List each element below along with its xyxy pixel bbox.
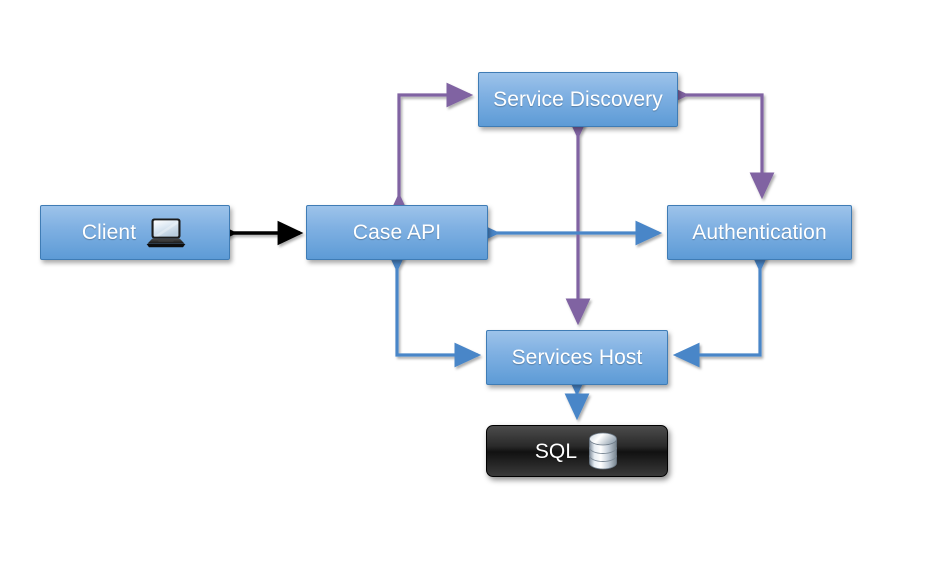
database-icon <box>587 432 619 470</box>
node-service-discovery[interactable]: Service Discovery <box>478 72 678 127</box>
connector-service-discovery-authentication <box>662 82 775 200</box>
connector-authentication-services-host <box>672 245 773 368</box>
node-case-api[interactable]: Case API <box>306 205 488 260</box>
node-client[interactable]: Client <box>40 205 230 260</box>
node-service-discovery-label: Service Discovery <box>493 88 663 111</box>
node-authentication[interactable]: Authentication <box>667 205 852 260</box>
connector-case-api-services-host <box>384 245 482 368</box>
node-services-host-label: Services Host <box>511 346 643 369</box>
node-authentication-label: Authentication <box>692 221 827 244</box>
node-sql-label: SQL <box>534 439 578 463</box>
node-sql[interactable]: SQL <box>486 425 668 477</box>
node-services-host[interactable]: Services Host <box>486 330 668 385</box>
node-client-label: Client <box>81 221 137 244</box>
connector-case-api-service-discovery <box>386 82 474 220</box>
node-case-api-label: Case API <box>352 221 442 244</box>
laptop-icon <box>146 217 188 249</box>
